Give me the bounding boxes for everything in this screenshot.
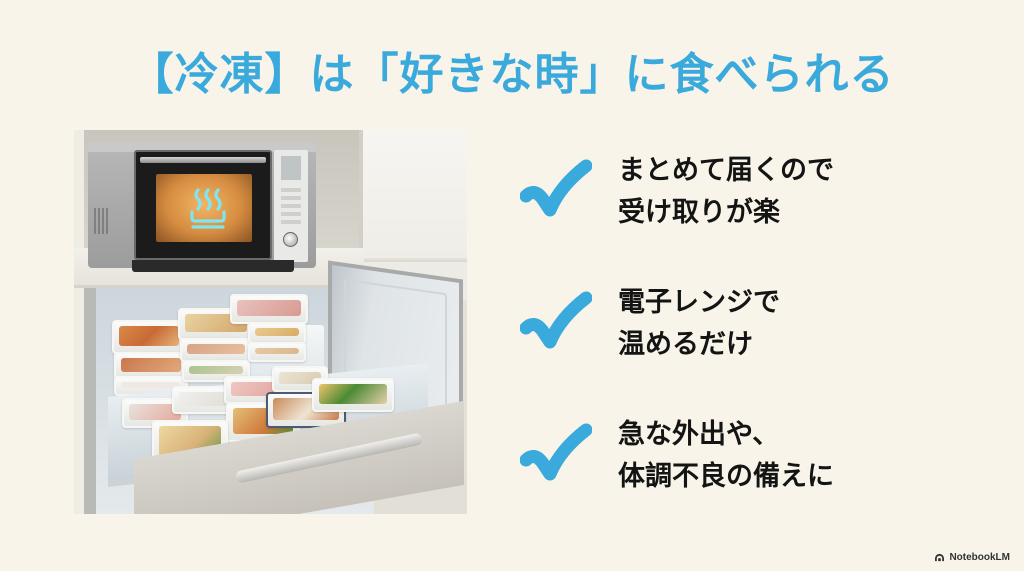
microwave-buttons [281, 188, 301, 228]
microwave-control-panel [274, 150, 308, 262]
brand-name: NotebookLM [949, 552, 1010, 563]
slide-title: 【冷凍】は「好きな時」に食べられる [129, 49, 895, 100]
checklist-text: まとめて届くので 受け取りが楽 [618, 150, 834, 234]
meal-container [312, 378, 394, 412]
microwave-knob [283, 232, 298, 247]
checklist-line: まとめて届くので [618, 155, 834, 186]
microwave-base [132, 260, 294, 272]
freezer-frame [84, 288, 96, 514]
checklist-line: 急な外出や、 [618, 419, 780, 450]
checklist-item: 電子レンジで 温めるだけ [520, 282, 780, 366]
checklist-item: 急な外出や、 体調不良の備えに [520, 414, 834, 498]
checklist-line: 体調不良の備えに [618, 461, 834, 492]
meal-container [112, 320, 186, 354]
meal-container [248, 322, 306, 344]
checkmark-icon [520, 291, 592, 349]
steam-heat-icon [190, 188, 226, 229]
checklist-line: 電子レンジで [618, 287, 780, 318]
checklist-text: 電子レンジで 温めるだけ [618, 282, 780, 366]
checkmark-icon [520, 159, 592, 217]
checklist-line: 受け取りが楽 [618, 197, 780, 228]
microwave-display [281, 156, 301, 180]
meal-container [114, 352, 188, 380]
microwave-vents [94, 208, 110, 234]
cabinet-door [359, 130, 467, 258]
microwave-door [134, 150, 272, 260]
checklist-item: まとめて届くので 受け取りが楽 [520, 150, 834, 234]
meal-container [230, 294, 308, 324]
microwave-top [88, 142, 316, 152]
meal-container [180, 338, 252, 362]
microwave-window [156, 174, 252, 242]
meal-container [248, 342, 306, 362]
freezer-microwave-illustration [74, 130, 467, 514]
checklist-line: 温めるだけ [618, 329, 753, 360]
microwave [88, 142, 316, 272]
side-panel [74, 130, 84, 514]
checkmark-icon [520, 423, 592, 481]
microwave-handle [140, 157, 266, 163]
checklist-text: 急な外出や、 体調不良の備えに [618, 414, 834, 498]
notebooklm-logo-icon [935, 553, 945, 562]
notebooklm-watermark: NotebookLM [934, 552, 1010, 563]
